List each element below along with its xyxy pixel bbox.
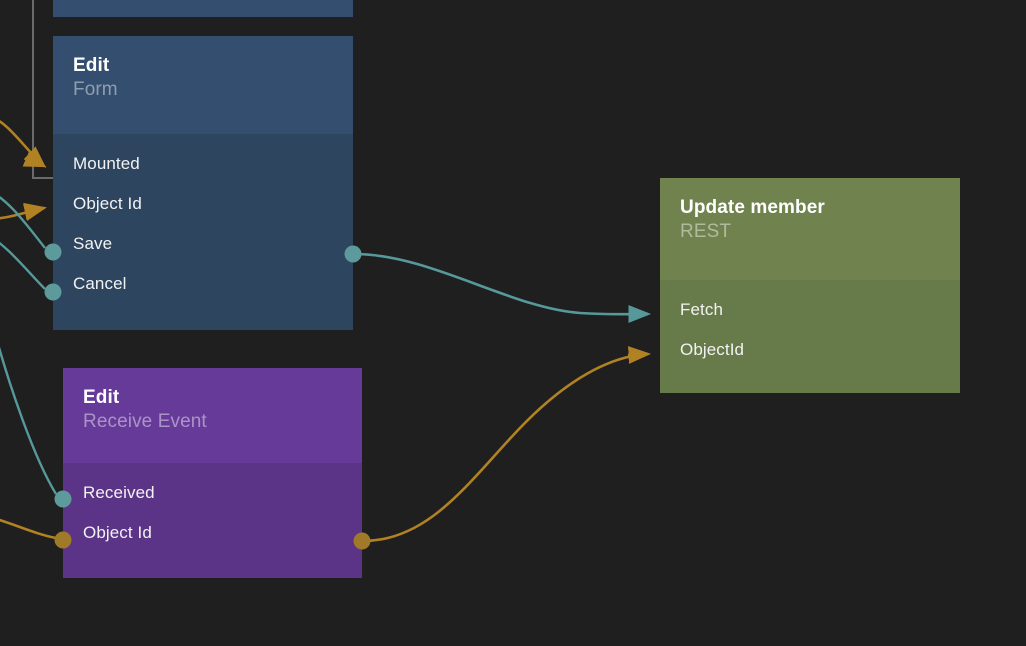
node-top-partial[interactable]	[53, 0, 353, 17]
port-dot-form-output[interactable]	[344, 245, 362, 263]
port-row-objectid[interactable]: ObjectId	[660, 330, 960, 370]
node-title: Edit	[83, 387, 120, 408]
edge-arrowhead-objectid-form	[23, 202, 47, 221]
port-row-cancel[interactable]: Cancel	[53, 264, 353, 304]
port-dot-cancel[interactable]	[44, 283, 62, 301]
node-edit-receive-event[interactable]: Edit Receive Event Received Object Id	[63, 368, 362, 578]
port-row-object-id[interactable]: Object Id	[53, 184, 353, 224]
node-header: Update member REST	[660, 178, 960, 280]
edge-to-received	[0, 346, 58, 495]
port-dot-receive-object-id[interactable]	[54, 531, 72, 549]
port-row-fetch[interactable]: Fetch	[660, 290, 960, 330]
edge-to-cancel	[0, 241, 46, 290]
port-row-save[interactable]: Save	[53, 224, 353, 264]
port-row-object-id[interactable]: Object Id	[63, 513, 362, 553]
edge-to-objectid-recv	[0, 518, 57, 540]
edge-to-objectid-form	[0, 203, 47, 221]
edge-to-save	[0, 196, 46, 249]
port-label: Fetch	[680, 300, 724, 319]
edge-recv-to-objectid	[362, 346, 651, 543]
node-body: Mounted Object Id Save Cancel	[53, 134, 353, 330]
port-label: ObjectId	[680, 340, 745, 359]
port-label: Object Id	[83, 523, 152, 542]
edge-to-mounted	[0, 120, 47, 168]
port-label: Save	[73, 234, 113, 253]
edge-form-to-fetch	[353, 252, 651, 323]
node-edit-form[interactable]: Edit Form Mounted Object Id Save Cancel	[53, 36, 353, 330]
port-row-received[interactable]: Received	[63, 473, 362, 513]
port-row-mounted[interactable]: Mounted	[53, 144, 353, 184]
selection-guide-line	[32, 0, 53, 179]
edge-arrowhead-objectid-green	[627, 346, 651, 364]
port-label: Received	[83, 483, 155, 502]
node-title: Edit	[73, 55, 110, 76]
node-body: Fetch ObjectId	[660, 280, 960, 393]
port-label: Cancel	[73, 274, 127, 293]
node-subtitle: REST	[680, 220, 732, 242]
port-dot-receive-output[interactable]	[353, 532, 371, 550]
node-subtitle: Form	[73, 78, 118, 100]
node-update-member[interactable]: Update member REST Fetch ObjectId	[660, 178, 960, 393]
port-label: Object Id	[73, 194, 142, 213]
node-header: Edit Receive Event	[63, 368, 362, 463]
node-header: Edit Form	[53, 36, 353, 134]
port-dot-received[interactable]	[54, 490, 72, 508]
edge-arrowhead-mounted	[22, 150, 47, 168]
port-label: Mounted	[73, 154, 140, 173]
node-body: Received Object Id	[63, 463, 362, 578]
port-dot-save[interactable]	[44, 243, 62, 261]
node-subtitle: Receive Event	[83, 410, 207, 432]
node-title: Update member	[680, 197, 825, 218]
